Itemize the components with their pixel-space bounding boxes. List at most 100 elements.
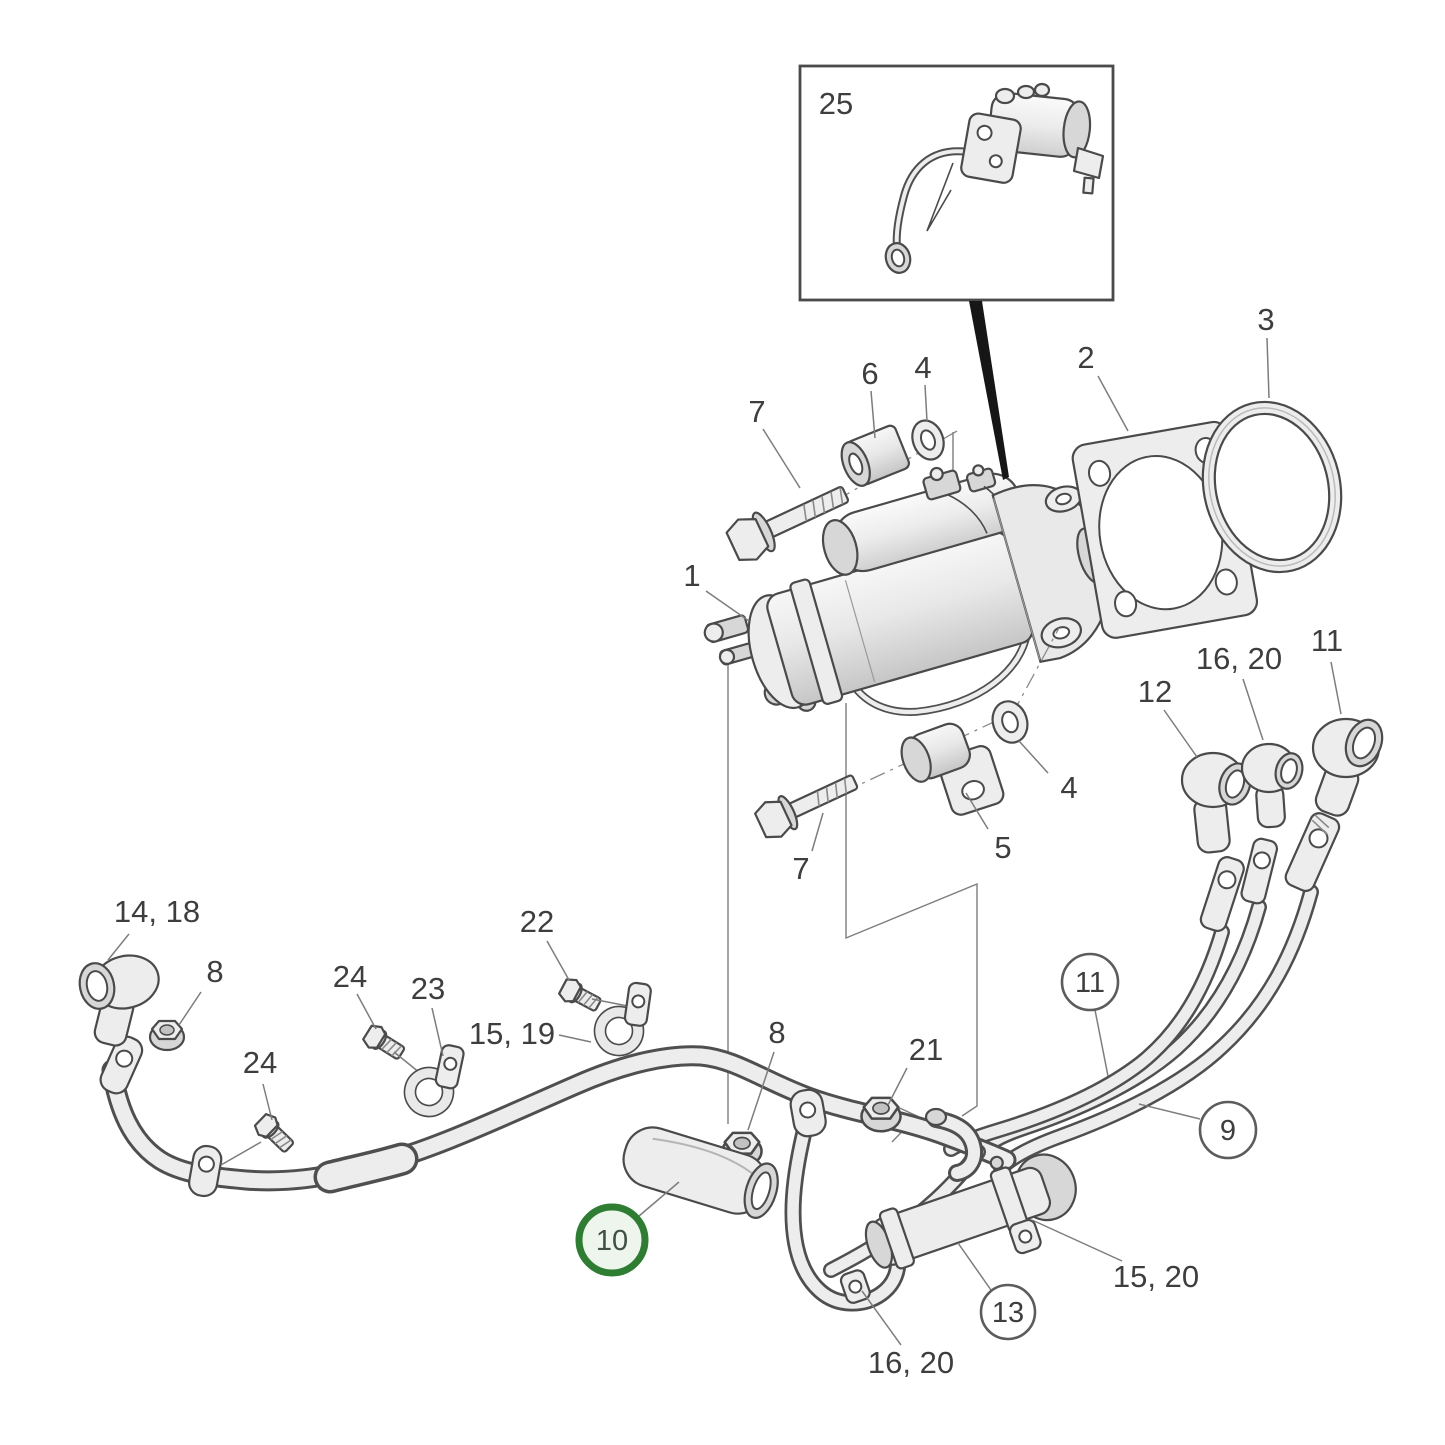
battery-cable-assembly-13 <box>839 1153 1077 1304</box>
inset-solenoid-drawing <box>884 82 1105 274</box>
callout-label: 21 <box>909 1032 943 1067</box>
leader-line <box>811 812 824 852</box>
callout-5-11: 5 <box>965 792 1012 865</box>
washer-hole <box>919 429 937 451</box>
crimp-hatch <box>1314 814 1330 829</box>
callout-2-4: 2 <box>1077 340 1129 432</box>
boot-opening-hole <box>1280 758 1298 784</box>
callout-4-10: 4 <box>1018 740 1078 805</box>
washer-hole <box>1001 710 1019 734</box>
leader-line <box>965 792 989 830</box>
gasket-bolt-hole <box>1114 590 1138 618</box>
thread <box>821 495 826 514</box>
terminal-nut <box>703 622 724 643</box>
callout-circle <box>1198 1100 1258 1160</box>
clamp-ring-inner <box>414 1077 444 1107</box>
thread <box>278 1139 292 1149</box>
clamp-ring <box>404 1067 454 1117</box>
thread <box>588 996 599 1009</box>
bolt-pointer-line <box>220 1141 262 1166</box>
callout-label: 4 <box>914 350 931 385</box>
thread <box>834 782 838 799</box>
leader-line <box>887 1067 908 1106</box>
cable-lug-8 <box>789 1088 827 1138</box>
callout-16-20-27: 16, 20 <box>861 1290 954 1380</box>
tab-hole <box>848 1279 863 1294</box>
callout-7-1: 7 <box>748 394 801 489</box>
highlight-circle <box>575 1203 649 1277</box>
solenoid-end <box>821 519 859 576</box>
boot-14-18 <box>78 954 160 1047</box>
o-ring-inner <box>1213 412 1331 562</box>
callout-label: 8 <box>768 1015 785 1050</box>
callout-label: 12 <box>1138 674 1172 709</box>
crimp-hatch <box>1311 819 1329 836</box>
callout-25-0: 25 <box>819 86 853 121</box>
solenoid-knob <box>1016 84 1036 100</box>
leader-line <box>178 991 202 1026</box>
body-seam <box>993 498 1041 660</box>
thread <box>386 1041 398 1054</box>
leader-line <box>861 1290 902 1346</box>
thread <box>803 504 808 522</box>
leader-line <box>1242 678 1264 741</box>
bundle-lug-1 <box>1199 856 1245 933</box>
bolt-7-lower <box>754 774 859 839</box>
boot-11 <box>1311 717 1384 817</box>
leader-line <box>1097 375 1129 432</box>
leader-line <box>638 1181 680 1217</box>
lower-mount-hardware <box>754 627 1060 839</box>
leader-line <box>1330 661 1342 715</box>
leader-line <box>1163 709 1198 758</box>
callout-23-16: 23 <box>411 971 445 1057</box>
block-body <box>960 112 1022 184</box>
solenoid-bracket <box>1072 146 1105 180</box>
o-ring-3 <box>1201 400 1343 574</box>
thread <box>391 1045 403 1057</box>
callout-label: 24 <box>243 1045 277 1080</box>
block-hole <box>976 124 993 141</box>
solenoid-hose <box>894 149 970 249</box>
leader-line <box>870 390 876 439</box>
nut-hole <box>159 1024 175 1036</box>
solenoid-knob <box>1033 82 1051 98</box>
thread <box>830 491 835 509</box>
p-clamp-15-19 <box>593 981 652 1057</box>
cable-sleeve <box>317 1146 415 1190</box>
thread <box>825 786 829 803</box>
clamp-ring <box>594 1006 644 1056</box>
leader-line <box>1266 337 1270 399</box>
thread <box>812 500 817 518</box>
boot-opening-hole <box>85 970 109 1002</box>
callout-label: 11 <box>1075 967 1105 999</box>
body-seam <box>844 580 876 683</box>
callout-label: 4 <box>1060 770 1077 805</box>
cable-path <box>787 1118 904 1309</box>
tab-hole <box>1018 1229 1033 1244</box>
mount-ear-hole <box>1055 492 1072 506</box>
leader-line <box>1094 1009 1109 1077</box>
ring-terminal-left <box>99 1035 144 1095</box>
gasket-bolt-hole <box>1087 459 1112 487</box>
callout-label: 9 <box>1220 1115 1236 1147</box>
bolt-22 <box>558 978 602 1012</box>
callout-24-19: 24 <box>243 1045 277 1121</box>
solenoid-knob <box>994 87 1016 105</box>
thread <box>839 487 844 505</box>
thread <box>582 993 594 1006</box>
lug-hole <box>1217 870 1237 890</box>
elbow-fitting <box>930 1113 981 1179</box>
clamp-band-left <box>878 1207 915 1270</box>
reference-drop-line-right <box>845 703 978 1117</box>
solenoid-wire <box>926 162 954 232</box>
leader-line <box>262 1083 273 1121</box>
upper-mount-hardware <box>725 419 958 561</box>
bundle-lug-2 <box>1240 837 1279 905</box>
clamp-ring-inner <box>604 1016 634 1046</box>
gasket-bolt-hole <box>1214 568 1238 596</box>
callout-label: 24 <box>333 959 367 994</box>
boot-opening-hole <box>1351 726 1377 760</box>
terminal-nut <box>718 648 736 665</box>
solenoid-wire <box>947 494 988 534</box>
